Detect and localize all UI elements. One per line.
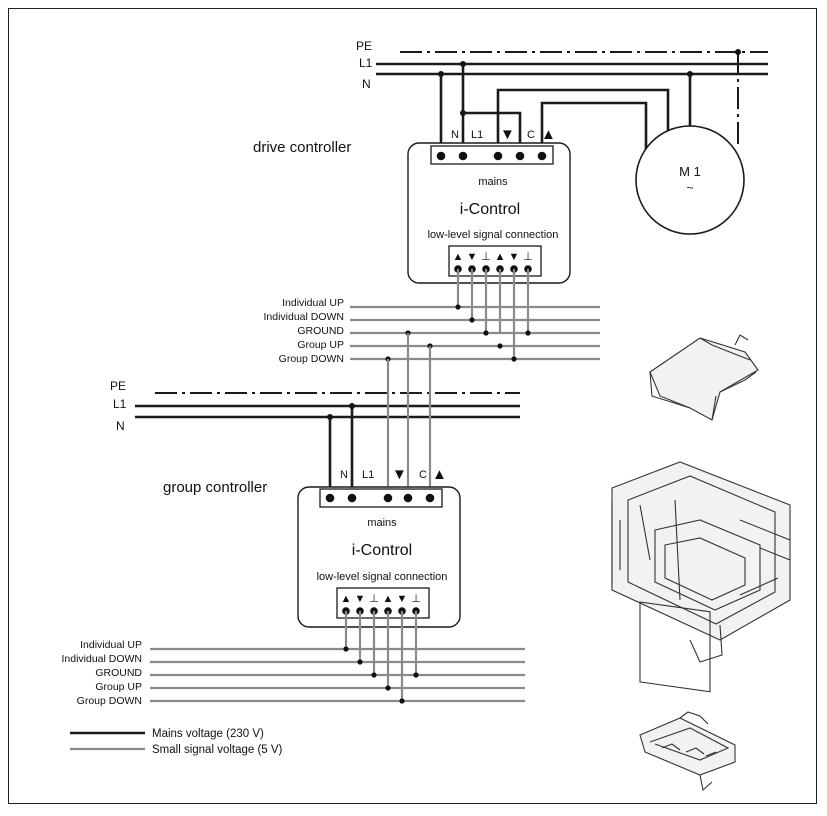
rail-label-l1-bottom: L1 [113,397,127,411]
drive-signal-glyph: ▲ [495,251,506,263]
junction-dot [343,646,349,652]
group-controller-title: group controller [163,479,267,496]
wire-l1-bridge-drive [463,111,522,154]
drive-brand: i-Control [460,201,520,218]
junction-dot [469,317,475,323]
group-terminal-screw [403,493,413,503]
group-terminal-up: ▲ [432,466,447,483]
insert-frame-illustration [611,461,791,693]
cover-cap-illustration [649,334,759,421]
drive-terminal-l1: L1 [471,129,483,141]
group-signal-glyph: ▲ [383,593,394,605]
group-signal-glyph: ⊥ [369,593,379,605]
drive-signal-glyph: ▼ [509,251,520,263]
bus-bottom-label: Individual UP [80,639,142,651]
connector-illustration [639,711,736,792]
drive-controller-title: drive controller [253,139,351,156]
junction-dot [525,330,531,336]
motor-label: M 1 [679,164,701,179]
drive-mains-terminal-strip [430,145,554,165]
drive-signal-glyph: ⊥ [481,251,491,263]
drive-terminal-screw [537,151,547,161]
drive-terminal-screw [436,151,446,161]
rail-label-n-top: N [362,77,371,91]
motor-symbol: ~ [686,181,693,195]
group-signal-glyph: ▲ [341,593,352,605]
bus-top-label: GROUND [297,325,344,337]
bottom-mains-rails: PE L1 N [110,379,520,433]
legend: Mains voltage (230 V) Small signal volta… [70,728,283,756]
rail-label-l1-top: L1 [359,56,373,70]
drive-terminal-down: ▼ [500,126,515,143]
group-terminal-down: ▼ [392,466,407,483]
junction-dot [511,356,517,362]
bus-bottom-label: Group UP [95,681,142,693]
drive-signal-glyph: ▼ [467,251,478,263]
group-terminal-l1: L1 [362,469,374,481]
junction-dot [483,330,489,336]
bottom-signal-bus: Individual UP Individual DOWN GROUND Gro… [61,611,525,707]
group-terminal-n: N [340,469,348,481]
bus-top-label: Group DOWN [279,353,344,365]
junction-dot [455,304,461,310]
bus-bottom-label: Group DOWN [77,695,142,707]
group-brand: i-Control [352,542,412,559]
group-mains-label: mains [367,517,397,529]
drive-mains-wiring [438,61,693,154]
drive-terminal-screw [458,151,468,161]
legend-signal-label: Small signal voltage (5 V) [152,744,283,756]
bus-bottom-label: GROUND [95,667,142,679]
group-mains-terminal-strip [319,488,443,508]
legend-mains-label: Mains voltage (230 V) [152,728,264,740]
bus-top-label: Group UP [297,339,344,351]
drive-controller: drive controller N L1 ▼ C ▲ mains i-Cont… [253,126,571,284]
diagram-frame [8,8,817,804]
group-terminal-screw [425,493,435,503]
group-terminal-screw [325,493,335,503]
drive-terminal-c: C [527,129,535,141]
group-signal-glyph: ⊥ [411,593,421,605]
group-terminal-screw [383,493,393,503]
junction-dot [385,685,391,691]
rail-label-pe-bottom: PE [110,379,126,393]
junction-dot [735,49,741,55]
bus-top-label: Individual UP [282,297,344,309]
drive-terminal-screw [515,151,525,161]
group-signal-label: low-level signal connection [317,571,448,583]
junction-dot [413,672,419,678]
group-signal-glyph: ▼ [355,593,366,605]
bus-bottom-label: Individual DOWN [61,653,142,665]
top-signal-bus: Individual UP Individual DOWN GROUND Gro… [263,269,600,365]
drive-terminal-screw [493,151,503,161]
drive-terminal-up: ▲ [541,126,556,143]
group-controller: group controller N L1 ▼ C ▲ mains i-Cont… [163,466,461,628]
rail-label-n-bottom: N [116,419,125,433]
group-mains-wiring [327,333,432,496]
junction-dot [497,343,503,349]
group-terminal-c: C [419,469,427,481]
wire-motor-up [540,101,648,154]
motor-m1: M 1 ~ [635,125,745,235]
drive-mains-label: mains [478,176,508,188]
junction-dot [357,659,363,665]
drive-signal-label: low-level signal connection [428,229,559,241]
drive-terminal-n: N [451,129,459,141]
rail-label-pe-top: PE [356,39,372,53]
group-terminal-screw [347,493,357,503]
drive-signal-glyph: ⊥ [523,251,533,263]
drive-signal-glyph: ▲ [453,251,464,263]
motor-circle [635,125,745,235]
junction-dot [371,672,377,678]
wire-motor-down [496,88,670,154]
group-signal-glyph: ▼ [397,593,408,605]
bus-top-label: Individual DOWN [263,311,344,323]
junction-dot [399,698,405,704]
